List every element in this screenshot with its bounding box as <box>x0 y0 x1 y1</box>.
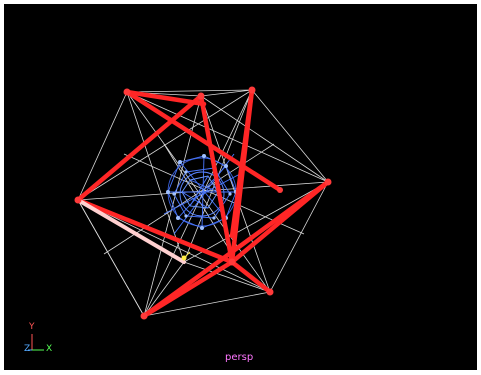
axis-gizmo: Y Z X <box>20 322 60 358</box>
axis-z-label: Z <box>24 345 30 354</box>
persp-viewport[interactable]: Y Z X persp <box>4 4 477 370</box>
selected-edge[interactable] <box>78 200 184 262</box>
axis-x-label: X <box>46 345 52 354</box>
axis-y-label: Y <box>29 323 35 332</box>
wireframe-model[interactable] <box>4 4 477 370</box>
camera-name-label: persp <box>225 352 253 363</box>
